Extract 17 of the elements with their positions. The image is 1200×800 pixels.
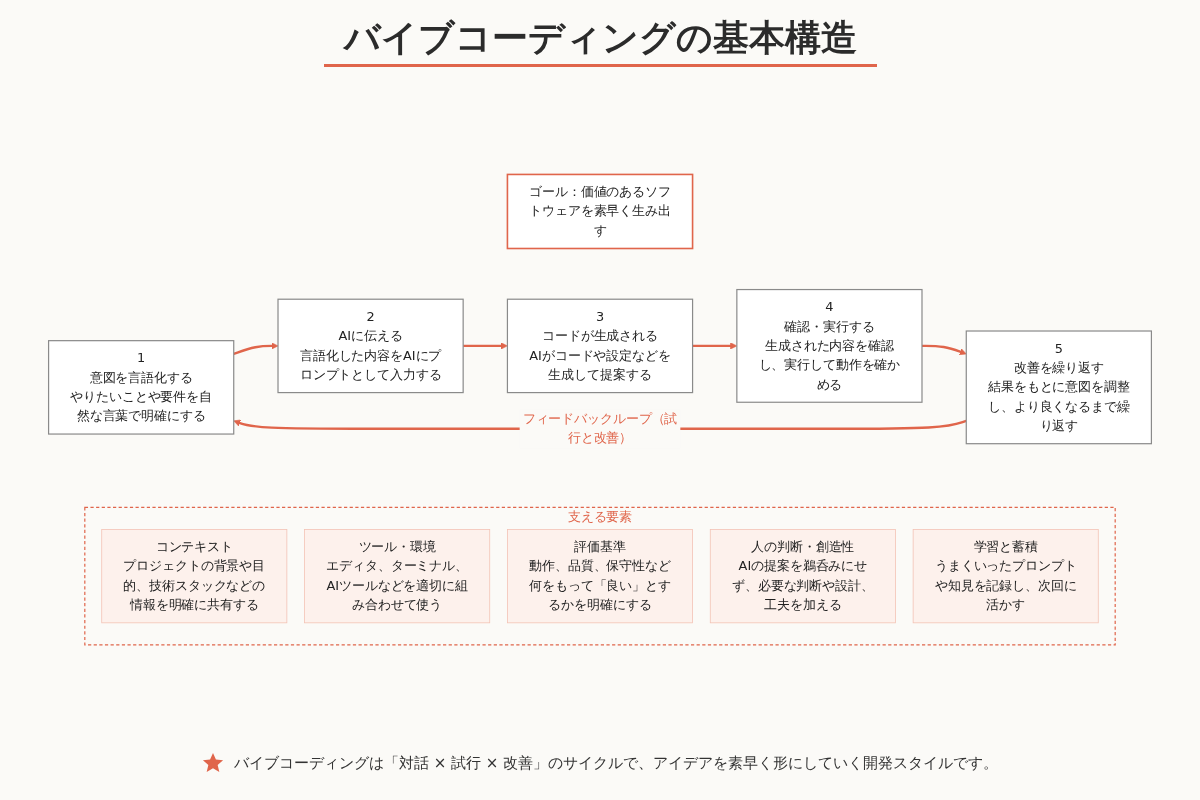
arrow xyxy=(463,342,508,350)
node-box: 2 AIに伝える 言語化した内容をAIにプロンプトとして入力する xyxy=(277,298,464,394)
node-box: ツール・環境 エディタ、ターミナル、AIツールなどを適切に組み合わせて使う xyxy=(304,529,491,624)
node-box: 1 意図を言語化する やりたいことや要件を自然な言葉で明確にする xyxy=(48,340,235,435)
node-box: 人の判断・創造性 AIの提案を鵜呑みにせず、必要な判断や設計、工夫を加える xyxy=(709,529,896,624)
node-box: コンテキスト プロジェクトの背景や目的、技術スタックなどの情報を明確に共有する xyxy=(101,529,288,624)
arrow xyxy=(922,345,967,356)
title: バイブコーディングの基本構造 xyxy=(323,17,877,67)
caption: バイブコーディングは「対話 × 試行 × 改善」のサイクルで、アイデアを素早く形にしていく開発スタイルです。 xyxy=(233,753,999,773)
node-box: 3 コードが生成される AIがコードや設定などを生成して提案する xyxy=(506,298,694,394)
node-box: 4 確認・実行する 生成された内容を確認し、実行して動作を確かめる xyxy=(736,289,923,404)
edge-label: フィードバックループ（試行と改善） xyxy=(522,411,678,447)
node-box: 評価基準 動作、品質、保守性など何をもって「良い」とするかを明確にする xyxy=(507,529,693,624)
node-box: ゴール：価値のあるソフトウェアを素早く生み出す xyxy=(506,173,694,250)
arrow xyxy=(233,342,279,356)
node-box: 5 改善を繰り返す 結果をもとに意図を調整し、より良くなるまで繰り返す xyxy=(965,330,1152,445)
node-box: 学習と蓄積 うまくいったプロンプトや知見を記録し、次回に活かす xyxy=(912,529,1099,624)
